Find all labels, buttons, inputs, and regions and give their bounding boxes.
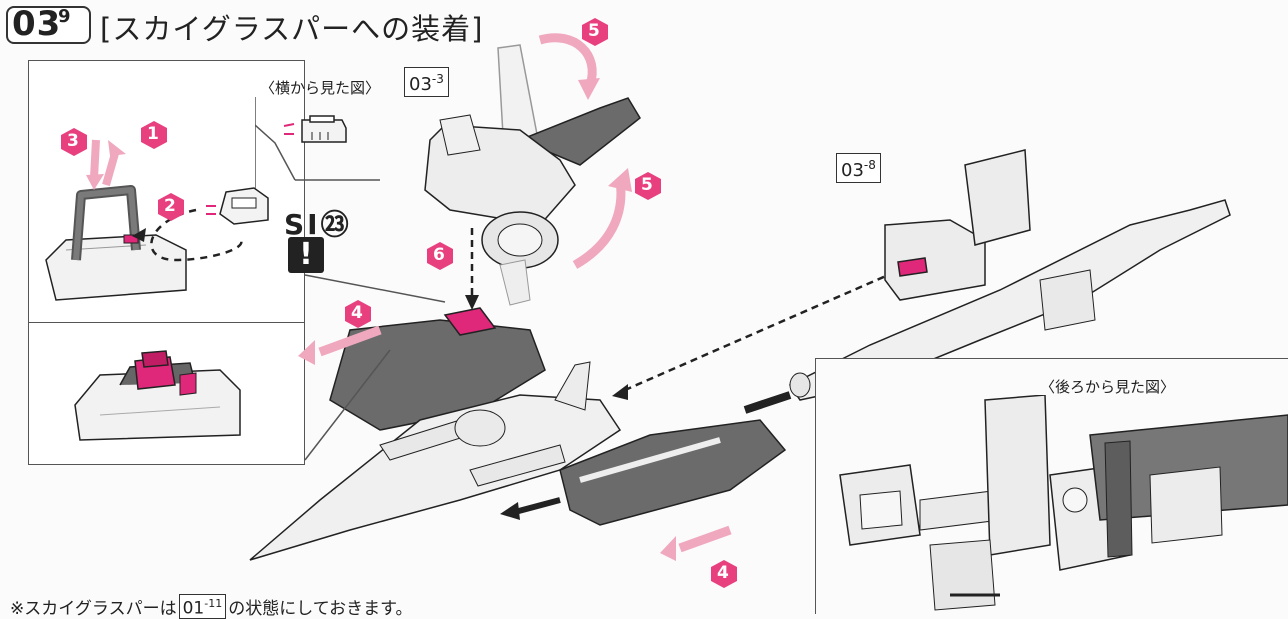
badge-2: 2 xyxy=(164,196,176,216)
badge-4b: 4 xyxy=(717,563,729,583)
back-view-drawing xyxy=(839,395,1288,611)
step-badges xyxy=(61,18,737,588)
side-view-callout xyxy=(255,97,380,190)
warning-icon: ! xyxy=(288,237,324,273)
footnote-suffix: の状態にしておきます。 xyxy=(228,599,413,619)
badge-5b: 5 xyxy=(641,175,653,195)
back-view-label: 〈後ろから見た図〉 xyxy=(1040,378,1176,396)
part-ref-03-3: 03-3 xyxy=(404,67,449,97)
footnote-ref: 01-11 xyxy=(178,594,227,619)
page-title: [スカイグラスパーへの装着] xyxy=(100,12,484,46)
inset-mounted-drawing xyxy=(74,350,241,441)
step-number-box xyxy=(6,6,91,44)
badge-5a: 5 xyxy=(588,21,600,41)
inset-divider xyxy=(28,322,305,323)
step-sub-number: 9 xyxy=(58,6,71,27)
inset-clip-drawing xyxy=(45,139,269,301)
footnote-prefix: ※スカイグラスパーは xyxy=(10,599,177,619)
side-view-label: 〈横から見た図〉 xyxy=(260,79,381,97)
sticker-code: SI㉓ xyxy=(284,208,352,241)
side-view-drawing xyxy=(283,115,347,143)
badge-4a: 4 xyxy=(351,303,363,323)
badge-1: 1 xyxy=(147,124,159,144)
badge-6: 6 xyxy=(433,245,445,265)
part-ref-03-8: 03-8 xyxy=(836,153,881,183)
badge-3: 3 xyxy=(67,131,79,151)
step-number: 03 xyxy=(12,4,62,44)
